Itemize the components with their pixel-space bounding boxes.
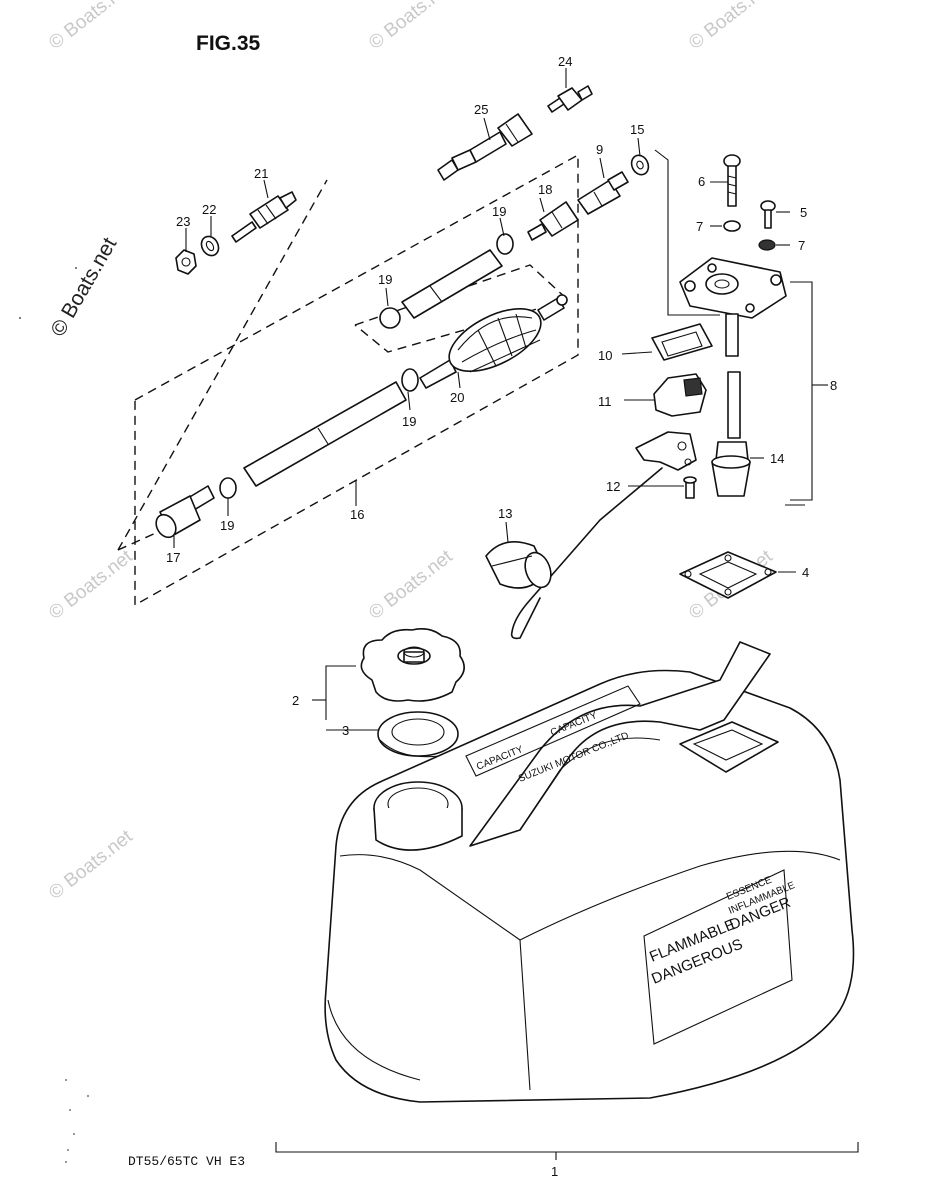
hose-assembly-outline [117, 153, 579, 607]
callout-19: 19 [378, 272, 392, 287]
callout-1: 1 [551, 1164, 558, 1179]
primer-bulb-part-20 [419, 294, 568, 389]
watermark: © Boats.net [45, 0, 137, 54]
float-part-14 [711, 441, 751, 497]
gauge-cover-part-8 [679, 257, 787, 439]
screw-part-6 [723, 154, 741, 207]
bracket-part-1 [275, 1142, 859, 1160]
gauge-bracket [654, 149, 828, 506]
watermark: © Boats.net [45, 546, 137, 624]
callout-21: 21 [254, 166, 268, 181]
callout-24: 24 [558, 54, 572, 69]
callout-15: 15 [630, 122, 644, 137]
callout-6: 6 [698, 174, 705, 189]
hose-clamp [219, 477, 237, 499]
callout-19: 19 [402, 414, 416, 429]
figure-title: FIG.35 [196, 32, 261, 55]
scan-specks [19, 267, 89, 1163]
washer-part-7 [758, 239, 776, 251]
callout-2: 2 [292, 693, 299, 708]
connector-part-21 [231, 191, 297, 243]
callout-22: 22 [202, 202, 216, 217]
screw-part-5 [760, 200, 776, 229]
callout-18: 18 [538, 182, 552, 197]
seal-part-3 [377, 711, 459, 758]
connector-part-18 [527, 201, 579, 241]
callout-5: 5 [800, 205, 807, 220]
sleeve-part-13 [485, 540, 552, 589]
callout-23: 23 [176, 214, 190, 229]
callout-14: 14 [770, 451, 784, 466]
callout-8: 8 [830, 378, 837, 393]
hose-long [243, 381, 407, 487]
watermark: © Boats.net [365, 0, 457, 54]
callout-13: 13 [498, 506, 512, 521]
leader-lines [173, 68, 796, 731]
connector-part-17 [155, 485, 215, 539]
callout-7: 7 [696, 219, 703, 234]
callout-9: 9 [596, 142, 603, 157]
watermark: © Boats.net [685, 0, 777, 54]
arm-part-12 [510, 431, 697, 640]
fuel-tank-part-1: CAPACITY CAPACITY SUZUKI MOTOR CO.,LTD F… [324, 641, 855, 1103]
callout-12: 12 [606, 479, 620, 494]
watermark-dark: © Boats.net [46, 234, 121, 341]
connector-part-25 [437, 113, 533, 181]
model-code: DT55/65TC VH E3 [128, 1154, 245, 1169]
cap-part-2 [360, 628, 465, 702]
callout-19: 19 [220, 518, 234, 533]
callout-19: 19 [492, 204, 506, 219]
callout-16: 16 [350, 507, 364, 522]
callout-20: 20 [450, 390, 464, 405]
hose-clamp [401, 368, 419, 392]
connector-part-9 [577, 171, 629, 215]
callout-17: 17 [166, 550, 180, 565]
gasket-part-10 [651, 323, 713, 361]
callout-4: 4 [802, 565, 809, 580]
watermark: © Boats.net [45, 826, 137, 904]
hose-upper [379, 233, 514, 329]
callout-3: 3 [342, 723, 349, 738]
washer-part-22 [200, 235, 220, 257]
watermark: © Boats.net [365, 546, 457, 624]
washer-part-15 [630, 154, 650, 176]
callout-10: 10 [598, 348, 612, 363]
nut-part-23 [175, 249, 197, 275]
washer-part-7 [723, 220, 741, 232]
callout-7: 7 [798, 238, 805, 253]
cover-part-11 [653, 373, 707, 417]
callout-11: 11 [598, 394, 612, 409]
callout-25: 25 [474, 102, 488, 117]
callouts: 24 25 15 9 21 18 6 22 23 19 5 7 7 19 10 … [166, 54, 837, 1179]
gasket-part-4 [679, 551, 777, 599]
fitting-part-24 [547, 85, 593, 113]
